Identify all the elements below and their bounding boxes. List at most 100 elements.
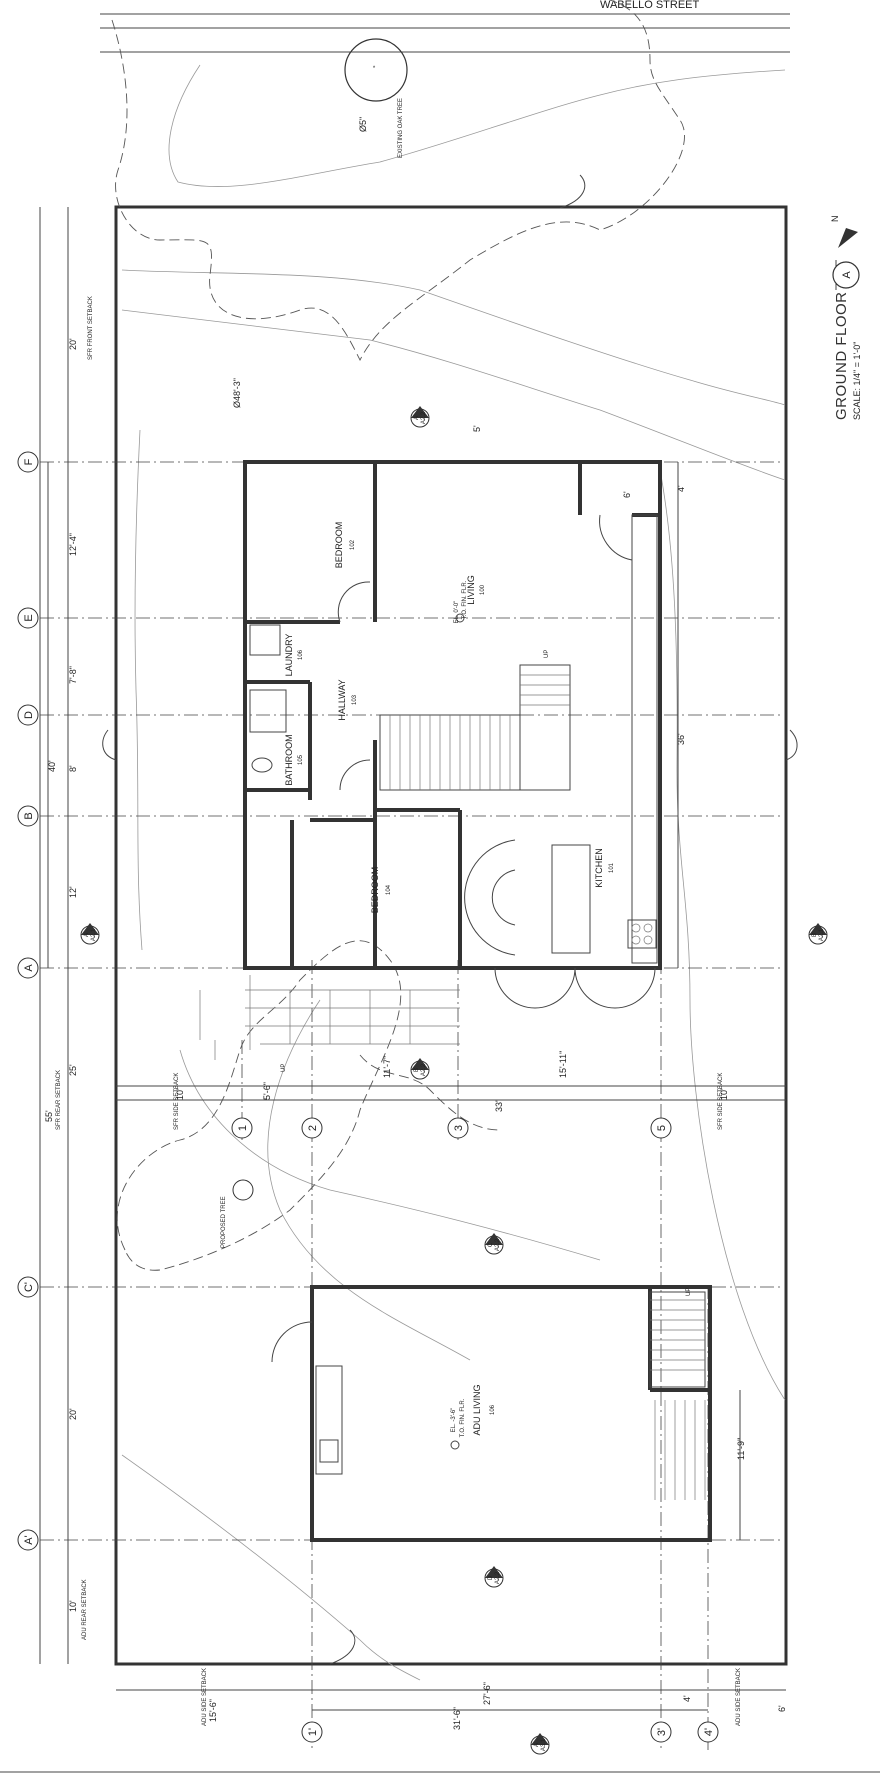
svg-text:A: A <box>534 1743 540 1747</box>
svg-text:C': C' <box>23 1282 35 1292</box>
room-bathroom-105: BATHROOM 105 <box>284 734 304 785</box>
svg-text:B: B <box>23 812 35 819</box>
svg-text:A': A' <box>23 1535 35 1544</box>
dim-total-house: 40' <box>47 760 57 772</box>
svg-text:D: D <box>488 1575 494 1580</box>
elevation-markers: EL. 0'-0" T.O. FIN. FLR. EL. -3'-6" T.O.… <box>450 580 468 1450</box>
dim-db: 8' <box>68 765 78 772</box>
dim-adu-side-label: ADU SIDE SETBACK <box>202 1668 208 1726</box>
dim-side-setback-label: SFR SIDE SETBACK <box>174 1073 180 1130</box>
svg-text:A2.2: A2.2 <box>495 1238 501 1251</box>
svg-text:1: 1 <box>237 1125 249 1131</box>
adu-stair-up-label: UP <box>686 1288 692 1296</box>
existing-oak-tree: * Ø5" EXISTING OAK TREE <box>344 38 408 158</box>
room-bedroom-102: BEDROOM 102 <box>334 522 356 569</box>
dim-35: 15'-11" <box>558 1051 568 1078</box>
dim-ba: 12' <box>68 886 78 898</box>
svg-text:106: 106 <box>298 649 304 660</box>
drawing-scale: SCALE: 1/4" = 1'-0" <box>852 342 862 420</box>
grid-letter-bubbles: F E D B A C' A' <box>17 451 39 1551</box>
svg-text:BATHROOM: BATHROOM <box>284 734 294 785</box>
dim-door: 6' <box>622 491 632 498</box>
svg-text:BEDROOM: BEDROOM <box>334 522 344 569</box>
svg-text:KITCHEN: KITCHEN <box>594 848 604 888</box>
svg-text:A2.2: A2.2 <box>421 411 427 424</box>
svg-text:LIVING: LIVING <box>466 575 476 605</box>
svg-text:105: 105 <box>298 754 304 765</box>
oak-size: Ø5" <box>358 117 368 132</box>
dimension-middle: 10' SFR SIDE SETBACK 5'-6" 11'-7" 15'-11… <box>116 1051 786 1130</box>
room-laundry-106: LAUNDRY 106 <box>284 634 304 677</box>
dim-porch: 5' <box>472 425 482 432</box>
svg-text:A3.1: A3.1 <box>541 1738 547 1751</box>
grid-bubble-1: 1 <box>231 1117 253 1139</box>
dim-adu-side-r-label: ADU SIDE SETBACK <box>736 1668 742 1726</box>
svg-text:HALLWAY: HALLWAY <box>337 679 347 720</box>
dim-adu-rear-label: ADU REAR SETBACK <box>82 1579 88 1640</box>
dim-mid-total: 33' <box>494 1100 504 1112</box>
property-line-markers <box>102 174 798 1665</box>
dim-side-setback: 10' <box>175 1088 185 1100</box>
grid-bubble-3: 3 <box>447 1117 469 1139</box>
grid-bubble-b: B <box>17 805 39 827</box>
north-label: N <box>830 216 840 223</box>
svg-text:100: 100 <box>480 584 486 595</box>
lot-boundary <box>114 205 788 1666</box>
svg-text:A2.1: A2.1 <box>91 928 97 941</box>
stair-up-label: UP <box>544 650 550 658</box>
svg-text:B: B <box>414 1068 420 1072</box>
grid-bubble-2: 2 <box>301 1117 323 1139</box>
svg-text:C: C <box>488 1242 494 1247</box>
proposed-tree-label: PROPOSED TREE <box>221 1196 227 1248</box>
grid-bubble-c-prime: C' <box>17 1276 39 1298</box>
room-labels: BEDROOM 102 LIVING 100 LAUNDRY 106 HALLW… <box>284 522 615 1436</box>
title-block: GROUND FLOOR SCALE: 1/4" = 1'-0" A N <box>830 216 862 421</box>
dim-adu-side-r: 6' <box>777 1705 787 1712</box>
canopy-size: Ø48'-3" <box>232 378 242 408</box>
drawing-title: GROUND FLOOR <box>833 291 850 420</box>
grid-bubble-3-prime: 3' <box>650 1721 672 1743</box>
adu-house <box>271 1285 712 1542</box>
svg-text:3: 3 <box>453 1125 465 1131</box>
grid-number-bubbles: 1 2 3 5 1' 3' 4' <box>231 1117 719 1743</box>
svg-text:A2.2: A2.2 <box>421 1063 427 1076</box>
svg-text:A2.1: A2.1 <box>819 928 825 941</box>
dim-front-setback-label: SFR FRONT SETBACK <box>88 296 94 360</box>
room-living-100: LIVING 100 <box>466 575 486 605</box>
dim-side-setback-r: 10' <box>719 1088 729 1100</box>
grid-bubble-f: F <box>17 451 39 473</box>
svg-text:A: A <box>841 271 853 279</box>
grid-bubble-e: E <box>17 607 39 629</box>
main-house <box>199 460 662 1060</box>
dim-34: 4' <box>682 1695 692 1702</box>
svg-text:1': 1' <box>307 1728 319 1736</box>
dim-adu-side: 15'-6" <box>208 1699 218 1722</box>
grid-bubble-a: A <box>17 957 39 979</box>
svg-text:B: B <box>812 933 818 937</box>
svg-text:D: D <box>23 711 35 719</box>
misc-dimensions: 5' 6' 4' 36' 11'-9" <box>472 425 746 1540</box>
grid-bubble-5: 5 <box>650 1117 672 1139</box>
north-arrow-icon <box>838 228 858 248</box>
svg-text:T.O. FIN. FLR.: T.O. FIN. FLR. <box>460 1398 466 1437</box>
svg-text:*: * <box>373 66 376 72</box>
dim-porch2: 4' <box>676 485 686 492</box>
dim-23: 11'-7" <box>382 1056 392 1078</box>
svg-text:A2.2: A2.2 <box>495 1571 501 1584</box>
street-label: WABELLO STREET <box>600 0 700 11</box>
oak-label: EXISTING OAK TREE <box>398 98 404 158</box>
dim-rear-setback: 25' <box>68 1064 78 1076</box>
svg-text:EL. 0'-0": EL. 0'-0" <box>454 601 460 624</box>
svg-text:E: E <box>23 614 35 621</box>
dim-ed: 7'-8" <box>68 666 78 684</box>
svg-text:102: 102 <box>350 539 356 550</box>
svg-text:103: 103 <box>352 694 358 705</box>
room-bedroom-104: BEDROOM 104 <box>370 867 392 914</box>
